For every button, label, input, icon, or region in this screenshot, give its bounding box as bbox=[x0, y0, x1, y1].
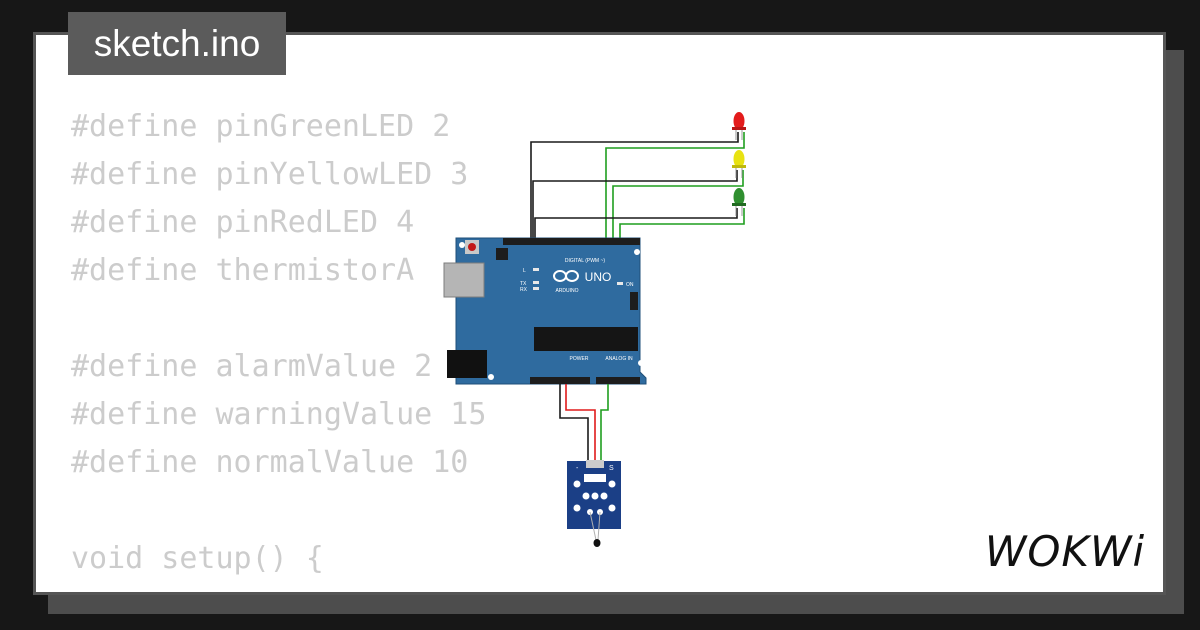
code-line: #define thermistorA bbox=[71, 253, 415, 288]
wire-green-green-led bbox=[619, 208, 745, 240]
power-jack bbox=[447, 350, 487, 378]
digital-label: DIGITAL (PWM ~) bbox=[565, 258, 605, 264]
code-line: void setup() { bbox=[71, 541, 324, 576]
wokwi-logo-text: WOKWi bbox=[985, 527, 1145, 576]
code-line: #define pinGreenLED 2 bbox=[71, 109, 451, 144]
sensor-wires bbox=[559, 384, 609, 462]
led-yellow[interactable] bbox=[732, 150, 746, 178]
on-label: ON bbox=[626, 282, 634, 288]
code-line: #define pinRedLED 4 bbox=[71, 205, 415, 240]
led-rx-label: RX bbox=[520, 287, 528, 293]
wire-green-red-led bbox=[605, 132, 745, 240]
analog-header bbox=[596, 377, 640, 384]
code-line: #define warningValue 15 bbox=[71, 397, 487, 432]
code-background: #define pinGreenLED 2 #define pinYellowLE… bbox=[71, 103, 631, 592]
wire-green-a0 bbox=[600, 384, 609, 462]
arduino-uno-board[interactable]: DIGITAL (PWM ~) UNO ARDUINO L TX RX ON P… bbox=[443, 237, 647, 385]
led-tx-label: TX bbox=[520, 281, 527, 287]
wire-black-gnd bbox=[559, 384, 589, 462]
arduino-logo-icon bbox=[553, 270, 579, 282]
wire-black-yellow-led bbox=[532, 170, 738, 240]
led-green[interactable] bbox=[732, 188, 746, 216]
usb-port bbox=[443, 262, 485, 298]
digital-header bbox=[503, 238, 640, 245]
led-red[interactable] bbox=[732, 112, 746, 140]
wokwi-logo: WOKWi bbox=[985, 527, 1145, 576]
microcontroller-chip bbox=[534, 327, 638, 351]
filename-tab: sketch.ino bbox=[68, 12, 286, 75]
led-l-label: L bbox=[523, 268, 526, 274]
code-line: pinMode(pinGreenLED, OUTPUT); bbox=[71, 583, 631, 592]
led-wires bbox=[530, 132, 745, 240]
board-model-label: UNO bbox=[585, 270, 612, 284]
code-line: #define alarmValue 2 bbox=[71, 349, 433, 384]
power-header bbox=[530, 377, 590, 384]
code-line: #define pinYellowLED 3 bbox=[71, 157, 469, 192]
wire-black-red-led bbox=[530, 132, 739, 240]
circuit-diagram: DIGITAL (PWM ~) UNO ARDUINO L TX RX ON P… bbox=[443, 112, 746, 547]
power-label: POWER bbox=[570, 356, 589, 362]
wire-black-green-led bbox=[534, 208, 738, 240]
sensor-minus-label: - bbox=[576, 465, 579, 472]
thermistor-sensor-module[interactable]: - S bbox=[567, 460, 621, 547]
wire-green-yellow-led bbox=[612, 170, 744, 240]
board-brand-label: ARDUINO bbox=[555, 288, 578, 294]
wire-red-5v bbox=[565, 384, 596, 462]
sensor-s-label: S bbox=[609, 465, 614, 472]
thermistor-bead bbox=[593, 539, 601, 547]
analog-label: ANALOG IN bbox=[605, 356, 633, 362]
code-line: #define normalValue 10 bbox=[71, 445, 469, 480]
